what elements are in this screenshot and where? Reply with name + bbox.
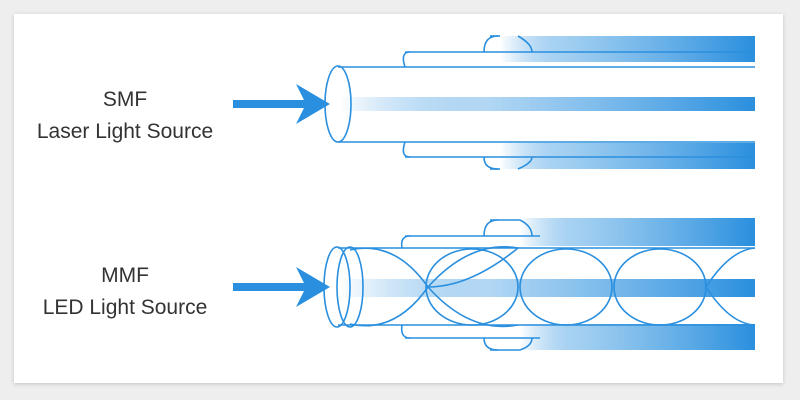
mmf-arrow-icon <box>233 267 330 307</box>
smf-label: SMF Laser Light Source <box>10 84 240 148</box>
mmf-label: MMF LED Light Source <box>10 260 240 324</box>
mmf-title: MMF <box>101 264 149 287</box>
smf-source: Laser Light Source <box>36 120 214 143</box>
diagram-card <box>14 14 783 383</box>
smf-core-beam <box>340 97 755 111</box>
smf-bottom-band <box>500 143 755 169</box>
mmf-fiber <box>233 218 756 351</box>
smf-top-band <box>500 36 755 62</box>
mmf-fiber-outline <box>323 219 756 351</box>
smf-title: SMF <box>102 88 148 111</box>
smf-fiber <box>233 35 755 170</box>
mmf-source: LED Light Source <box>42 296 208 319</box>
mmf-core-beam <box>340 279 755 297</box>
smf-fiber-outline <box>324 35 755 170</box>
mmf-bottom-band <box>520 324 755 350</box>
smf-arrow-icon <box>233 84 330 124</box>
mmf-top-band <box>520 218 755 246</box>
